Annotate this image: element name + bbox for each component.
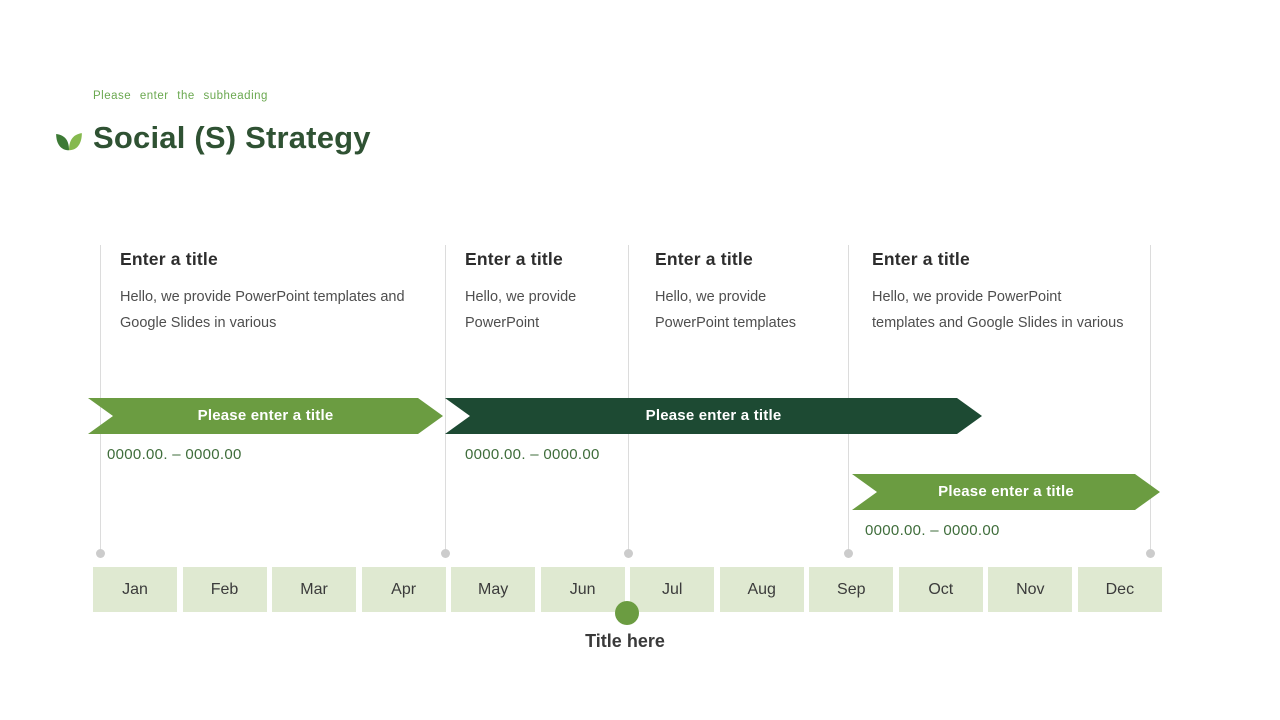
timeline-banner: Please enter a title — [852, 474, 1160, 510]
column-body: Hello, we provide PowerPoint — [465, 289, 577, 331]
vertical-connector — [1150, 245, 1151, 550]
column-title: Enter a title — [465, 249, 563, 269]
date-range: 0000.00. – 0000.00 — [865, 522, 1000, 539]
timeline-column: Enter a title Hello, we provide PowerPoi… — [655, 248, 855, 336]
column-body: Hello, we provide PowerPoint templates — [655, 289, 797, 331]
connector-dot — [441, 549, 450, 558]
months-row: Jan Feb Mar Apr May Jun Jul Aug Sep Oct … — [93, 567, 1162, 612]
connector-dot — [96, 549, 105, 558]
column-body: Hello, we provide PowerPoint templates a… — [872, 289, 1124, 331]
month-cell: Aug — [719, 567, 804, 612]
month-cell: Nov — [988, 567, 1073, 612]
timeline-column: Enter a title Hello, we provide PowerPoi… — [465, 248, 665, 336]
month-cell: Dec — [1077, 567, 1162, 612]
month-cell: Sep — [809, 567, 894, 612]
month-cell: Mar — [272, 567, 357, 612]
connector-dot — [844, 549, 853, 558]
vertical-connector — [445, 245, 446, 550]
month-cell: Feb — [182, 567, 267, 612]
timeline-banner: Please enter a title — [445, 398, 982, 434]
date-range: 0000.00. – 0000.00 — [107, 446, 242, 463]
sprout-leaf-icon — [55, 128, 83, 152]
month-cell: Jun — [540, 567, 625, 612]
timeline-column: Enter a title Hello, we provide PowerPoi… — [872, 248, 1172, 336]
page-title: Social (S) Strategy — [93, 120, 371, 155]
timeline-banner: Please enter a title — [88, 398, 443, 434]
column-title: Enter a title — [120, 249, 218, 269]
vertical-connector — [628, 245, 629, 550]
column-title: Enter a title — [655, 249, 753, 269]
connector-dot — [624, 549, 633, 558]
date-range: 0000.00. – 0000.00 — [465, 446, 600, 463]
month-cell: Oct — [898, 567, 983, 612]
slide-subheading: Please enter the subheading — [93, 90, 268, 102]
month-cell: Jan — [93, 567, 177, 612]
connector-dot — [1146, 549, 1155, 558]
vertical-connector — [100, 245, 101, 550]
column-body: Hello, we provide PowerPoint templates a… — [120, 289, 405, 331]
timeline-column: Enter a title Hello, we provide PowerPoi… — [120, 248, 450, 336]
timeline-marker-dot — [615, 601, 639, 625]
month-cell: Apr — [361, 567, 446, 612]
month-cell: May — [451, 567, 536, 612]
timeline-marker-label: Title here — [585, 631, 665, 651]
vertical-connector — [848, 245, 849, 550]
month-cell: Jul — [630, 567, 715, 612]
column-title: Enter a title — [872, 249, 970, 269]
